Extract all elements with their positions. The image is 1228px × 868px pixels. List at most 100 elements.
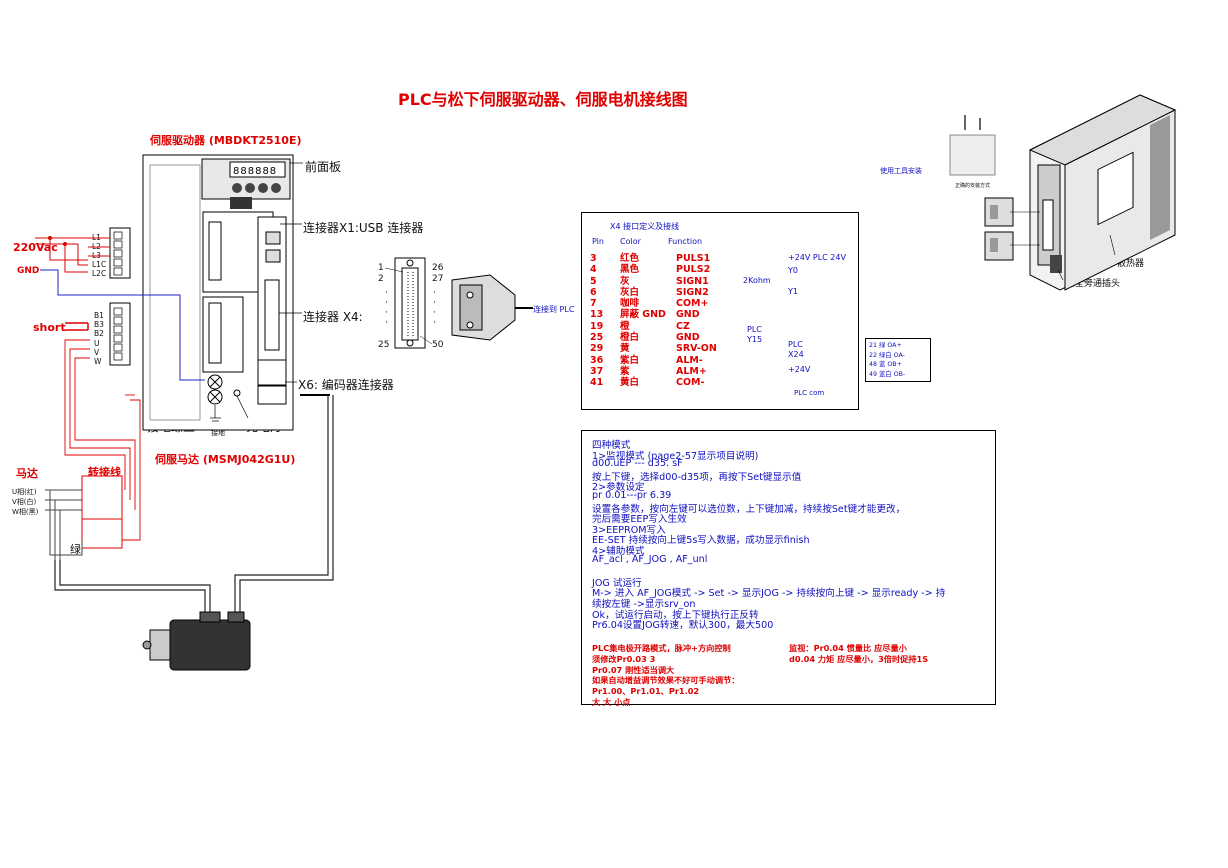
x4-func-cell: COM+	[676, 298, 709, 310]
mode-line: AF_acl , AF_JOG , AF_unl	[592, 553, 708, 565]
encoder-row: 22 绿白 OA-	[869, 351, 905, 359]
ground-small-label: 接地	[211, 429, 225, 437]
short-wire	[65, 322, 89, 331]
x4-color-cell: 橙	[620, 320, 630, 332]
svg-text:·: ·	[433, 288, 436, 298]
x4-row: 6 灰白 SIGN2	[588, 287, 738, 298]
x4-header-color: Color	[620, 237, 641, 246]
svg-text:888888: 888888	[233, 166, 277, 177]
plc-note-line: 大 大 小点	[592, 697, 631, 707]
x4-row: 3 红色 PULS1	[588, 253, 738, 264]
plc24-label: +24V PLC 24V	[788, 253, 846, 262]
driver-photo	[949, 94, 1177, 291]
x4-color-cell: 红色	[620, 253, 640, 264]
x4-func-cell: CZ	[676, 320, 690, 332]
svg-text:·: ·	[385, 318, 388, 328]
svg-text:·: ·	[433, 318, 436, 328]
svg-text:·: ·	[433, 308, 436, 318]
mode-line: 3>EEPROM写入	[592, 524, 666, 536]
mode-line: JOG 试运行	[592, 577, 642, 589]
x4-row: 36 紫白 ALM-	[588, 355, 738, 366]
x4-pin-cell: 29	[590, 343, 604, 355]
x4-color-cell: 紫	[620, 365, 630, 377]
power-terminal-block	[109, 227, 131, 366]
x4-func-cell: ALM-	[676, 354, 703, 366]
x4-color-cell: 屏蔽 GND	[620, 309, 666, 321]
monitor-note-line: d0.04 力矩 应尽量小，3倍时促持1S	[789, 653, 929, 664]
safety-plug-label: 安全旁通插头	[1066, 279, 1121, 289]
x4-color-cell: 紫白	[620, 354, 640, 366]
x4-header-function: Function	[668, 237, 703, 246]
short-label: short	[33, 321, 66, 334]
x4-pin-cell: 3	[590, 253, 597, 264]
mode-line: M-> 进入 AF_JOG模式 -> Set -> 显示JOG -> 持续按向上…	[592, 588, 946, 600]
x4-color-cell: 咖啡	[620, 298, 640, 310]
x4-color-cell: 橙白	[620, 332, 640, 344]
plc-note-line: 须修改Pr0.03 3	[592, 653, 656, 664]
mode-line: Pr6.04设置JOG转速，默认300，最大500	[592, 620, 774, 632]
encoder-row: 21 绿 OA+	[869, 342, 902, 349]
phase-wires	[45, 489, 83, 560]
y15-label: Y15	[747, 335, 763, 344]
x4-func-cell: PULS1	[676, 253, 711, 264]
x4-connector-drawing: · · · · · · · ·	[384, 257, 533, 349]
gnd-wire	[40, 269, 205, 381]
x4-func-cell: PULS2	[676, 264, 711, 276]
to-plc-label: 连接到 PLC	[533, 305, 575, 314]
plc-note-line: Pr1.00、Pr1.01、Pr1.02	[592, 686, 700, 697]
x4-pin-cell: 36	[590, 354, 604, 366]
gnd-label: GND	[17, 266, 40, 276]
plc-note-line: 如果自动增益调节效果不好可手动调节：	[592, 675, 740, 686]
servo-driver: 888888	[142, 154, 303, 431]
x4-func-cell: ALM+	[676, 365, 707, 377]
mode-line: 设置各参数，按向左键可以选位数，上下键加减，持续按Set键才能更改，	[592, 503, 906, 515]
encoder-output-table: 21 绿 OA+22 绿白 OA-48 蓝 OB+49 蓝白 OB-	[865, 338, 931, 382]
x1-connector-label: 连接器X1:USB 连接器	[303, 221, 424, 235]
ac-power-wires	[35, 236, 110, 273]
x4-func-cell: SIGN2	[676, 286, 709, 298]
green-wire-label: 绿	[70, 543, 81, 556]
mode-line: Ok，试运行启动，按上下键执行正反转	[592, 609, 759, 621]
mount-label: 正确的安装方式	[955, 183, 991, 189]
encoder-row: 49 蓝白 OB-	[869, 370, 906, 378]
x4-pin-cell: 41	[590, 377, 604, 389]
mode-line: d00.uEP --- d35. sF	[592, 458, 683, 470]
x4-func-cell: GND	[676, 332, 700, 344]
x4-pin-cell: 6	[590, 286, 597, 298]
x4-title: X4 接口定义及接线	[610, 222, 680, 231]
x4-row: 13 屏蔽 GND GND	[588, 309, 738, 320]
x4-func-cell: SRV-ON	[676, 343, 717, 355]
uvw-wires	[64, 339, 141, 541]
x4-color-cell: 灰	[620, 275, 630, 287]
tool-label: 使用工具安装	[880, 167, 922, 175]
x4-pin-cell: 19	[590, 320, 604, 332]
mode-line: pr 0.01---pr 6.39	[592, 490, 672, 501]
plus24-label: +24V	[788, 365, 811, 374]
mode-line: 1>监视模式 (page2-57显示项目说明)	[592, 450, 759, 462]
x4-pin-cell: 5	[590, 275, 597, 287]
motor-cables	[54, 395, 334, 615]
svg-text:·: ·	[385, 288, 388, 298]
driver-heading: 伺服驱动器 (MBDKT2510E)	[150, 134, 302, 147]
x4-color-cell: 灰白	[620, 286, 640, 298]
x4-func-cell: GND	[676, 309, 700, 321]
x4-pin-cell: 13	[590, 309, 604, 321]
mode-line: 4>辅助模式	[592, 546, 645, 557]
mode-line: 四种模式	[592, 440, 631, 451]
x4-row: 19 橙 CZ	[588, 321, 738, 332]
x4-header-pin: Pin	[592, 237, 604, 246]
motor-label: 马达	[16, 467, 38, 480]
resistor-label: 2Kohm	[743, 276, 771, 285]
x4-func-cell: COM-	[676, 377, 705, 389]
pin-2: 2	[378, 274, 384, 284]
pin-27: 27	[432, 274, 444, 284]
